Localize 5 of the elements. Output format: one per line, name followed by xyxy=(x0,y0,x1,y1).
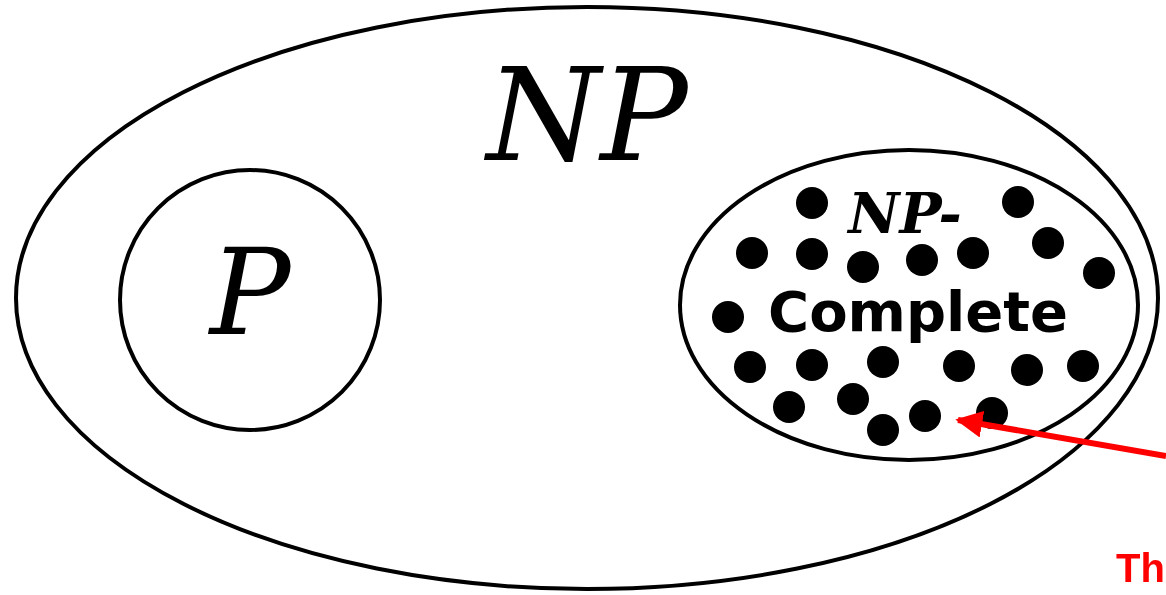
arrow xyxy=(955,410,1166,459)
set-label: P xyxy=(209,233,291,353)
set-label: NP- xyxy=(848,185,962,241)
set-label: NP xyxy=(486,50,688,180)
note-text: Th xyxy=(1116,548,1165,588)
